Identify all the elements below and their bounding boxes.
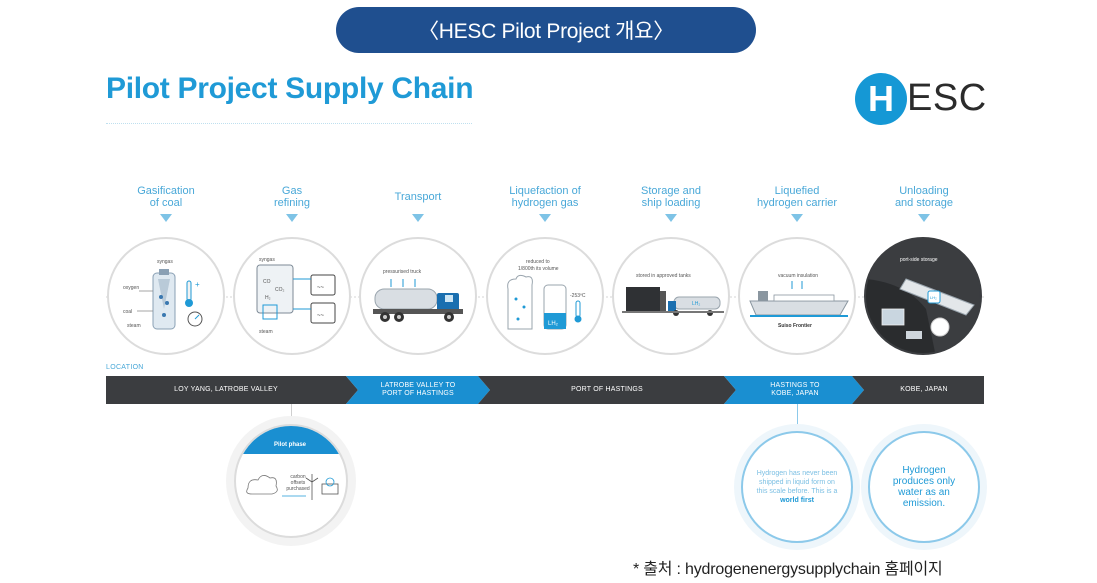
svg-text:H₂: H₂ bbox=[265, 295, 271, 301]
page-title: Pilot Project Supply Chain bbox=[106, 72, 474, 105]
down-arrow-icon bbox=[539, 214, 551, 222]
stored-tanks-label: stored in approved tanks bbox=[636, 273, 691, 279]
svg-text:CO: CO bbox=[263, 279, 271, 285]
down-arrow-icon bbox=[286, 214, 298, 222]
emission-text: Hydrogen produces only water as an emiss… bbox=[892, 465, 956, 509]
svg-text:+: + bbox=[195, 280, 200, 289]
location-port-of-hastings: PORT OF HASTINGS bbox=[571, 386, 643, 393]
gas-refining-circle: syngas CO CO₂ H₂ steam ~~ ~~ bbox=[233, 237, 351, 355]
oxygen-label: oxygen bbox=[123, 285, 139, 291]
logo-h-circle: H bbox=[855, 73, 907, 125]
pilot-connector bbox=[291, 404, 292, 426]
ship-name-label: Suiso Frontier bbox=[778, 323, 812, 329]
reduced-volume-label: 1/800th its volume bbox=[518, 266, 559, 272]
reduced-label: reduced to bbox=[526, 259, 550, 265]
title-divider bbox=[106, 123, 472, 124]
port-storage-label: port-side storage bbox=[900, 257, 938, 263]
hesc-logo: H ESC bbox=[855, 73, 995, 125]
down-arrow-icon bbox=[412, 214, 424, 222]
down-arrow-icon bbox=[791, 214, 803, 222]
world-first-text: Hydrogen has never been shipped in liqui… bbox=[756, 470, 838, 504]
steam-label: steam bbox=[127, 323, 141, 329]
transport-circle: pressurised truck bbox=[359, 237, 477, 355]
location-loy-yang: LOY YANG, LATROBE VALLEY bbox=[174, 386, 278, 393]
svg-text:~~: ~~ bbox=[317, 285, 325, 291]
liquefaction-circle: reduced to 1/800th its volume LH₂ -253ºC bbox=[486, 237, 604, 355]
storage-loading-circle: stored in approved tanks LH₂ bbox=[612, 237, 730, 355]
svg-text:LH₂: LH₂ bbox=[692, 301, 700, 307]
emission-circle: Hydrogen produces only water as an emiss… bbox=[868, 431, 980, 543]
location-timeline-bar: LOY YANG, LATROBE VALLEY LATROBE VALLEY … bbox=[106, 376, 984, 404]
down-arrow-icon bbox=[160, 214, 172, 222]
world-first-circle: Hydrogen has never been shipped in liqui… bbox=[741, 431, 853, 543]
gasification-circle: syngas oxygen coal steam + bbox=[107, 237, 225, 355]
pressurised-truck-label: pressurised truck bbox=[383, 269, 422, 275]
svg-text:CO₂: CO₂ bbox=[275, 287, 285, 293]
svg-text:LH₂: LH₂ bbox=[930, 295, 937, 300]
temperature-label: -253ºC bbox=[570, 293, 586, 299]
location-label: LOCATION bbox=[106, 364, 144, 371]
source-note: * 출처 : hydrogenenergysupplychain 홈페이지 bbox=[633, 561, 943, 578]
header-banner: 〈HESC Pilot Project 개요〉 bbox=[336, 7, 756, 53]
location-kobe-japan: KOBE, JAPAN bbox=[900, 386, 948, 393]
coal-label: coal bbox=[123, 309, 132, 315]
unloading-storage-circle: port-side storage LH₂ bbox=[864, 237, 982, 355]
step-label-transport: Transport bbox=[394, 191, 442, 203]
down-arrow-icon bbox=[665, 214, 677, 222]
svg-text:LH₂: LH₂ bbox=[548, 321, 559, 327]
svg-text:~~: ~~ bbox=[317, 313, 325, 319]
info-connector bbox=[797, 404, 798, 430]
down-arrow-icon bbox=[918, 214, 930, 222]
logo-esc-text: ESC bbox=[907, 77, 987, 119]
pilot-phase-label: Pilot phase bbox=[274, 442, 307, 448]
steam-label: steam bbox=[259, 329, 273, 335]
vacuum-insulation-label: vacuum insulation bbox=[778, 273, 818, 279]
hydrogen-carrier-circle: vacuum insulation Suiso Frontier bbox=[738, 237, 856, 355]
syngas-label: syngas bbox=[259, 257, 275, 263]
syngas-label: syngas bbox=[157, 259, 173, 265]
